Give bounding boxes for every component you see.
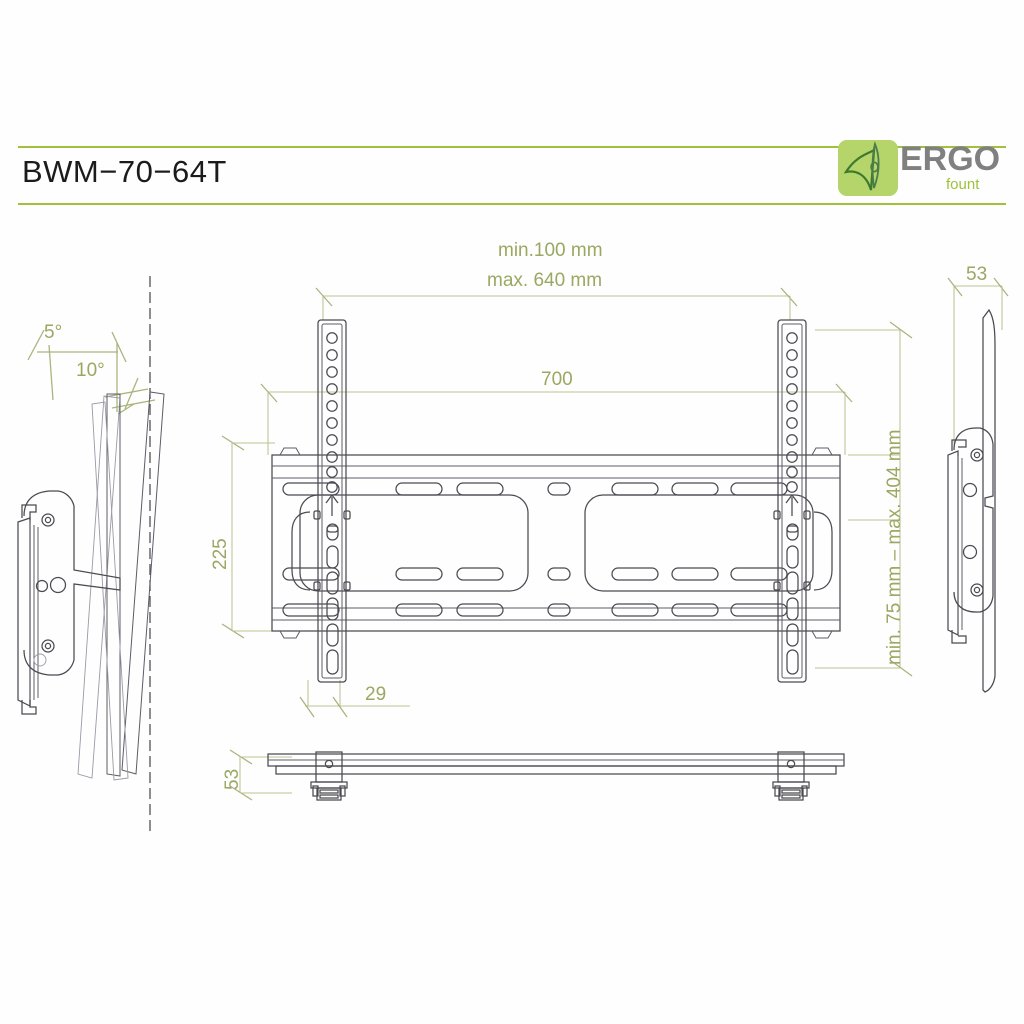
top-view-rail	[267, 753, 845, 775]
panel-upright	[106, 393, 121, 777]
bracket-arm-side	[953, 427, 994, 613]
dimension-label-plate-height: 225	[210, 538, 231, 570]
top-view-block-right	[772, 751, 810, 801]
leaf-icon	[838, 140, 898, 196]
panel-profile-side	[982, 308, 996, 693]
panel-ghost-tilted-forward	[91, 401, 129, 781]
dimension-label-vesa-vertical: min. 75 mm – max. 404 mm	[884, 429, 905, 665]
mount-bar-left-holes	[326, 332, 338, 493]
dimension-label-tilt-large: 10°	[76, 360, 105, 381]
mount-bar-left	[291, 319, 351, 683]
brand-name: ERGO	[900, 140, 1001, 178]
main-front-view	[221, 287, 913, 718]
tilt-bracket-arm	[23, 490, 121, 676]
wall-plate-profile	[17, 504, 39, 715]
brand-subname: fount	[946, 176, 980, 193]
dimension-vesa-horizontal	[315, 287, 798, 320]
panel-ghost-tilted-5	[121, 391, 165, 775]
dimension-label-depth-side: 53	[966, 264, 988, 285]
left-tilt-side-view	[17, 329, 165, 781]
dimension-plate-width	[260, 383, 853, 455]
dimension-label-vesa-max: max. 640 mm	[487, 270, 603, 291]
dimension-label-plate-width: 700	[541, 369, 573, 390]
mount-bar-right-slots	[786, 523, 799, 675]
header-rule-bottom	[18, 203, 1006, 205]
tilt-10-dimension	[104, 377, 156, 415]
wall-plate	[271, 447, 841, 639]
brand-logo: ERGO fount	[838, 140, 1010, 202]
wall-plate-side	[947, 439, 967, 644]
top-view-block-left	[310, 751, 348, 801]
slot-holes-upper-band	[282, 482, 788, 496]
mount-bar-left-slots	[326, 523, 339, 675]
dimension-depth-front	[229, 749, 292, 801]
page-title: BWM−70−64T	[22, 154, 227, 189]
up-arrow-icon-right	[785, 494, 799, 516]
dimension-plate-height	[221, 435, 275, 639]
dimension-vesa-vertical	[815, 321, 913, 677]
slot-holes-top	[282, 567, 788, 581]
pivot-lugs-right	[773, 510, 833, 591]
mount-bar-right-holes	[786, 332, 798, 493]
mount-bar-right	[773, 319, 833, 683]
dimension-label-bar-offset: 29	[365, 684, 387, 705]
panel-ghost-tilted-10	[77, 395, 121, 779]
dimension-bar-offset	[299, 680, 410, 718]
slot-holes-bottom	[282, 603, 788, 617]
dimension-label-tilt-small: 5°	[44, 322, 63, 343]
dimension-label-depth-front: 53	[222, 768, 243, 790]
header-rule-top	[18, 146, 1006, 148]
bottom-top-view	[229, 749, 845, 801]
pivot-lugs-left	[291, 510, 351, 591]
plate-cutouts	[299, 494, 814, 592]
tilt-5-dimension	[27, 329, 127, 412]
right-depth-side-view	[947, 277, 1009, 693]
dimension-depth-side	[947, 277, 1009, 444]
up-arrow-icon-left	[325, 494, 339, 516]
dimension-label-vesa-min: min.100 mm	[498, 240, 603, 261]
